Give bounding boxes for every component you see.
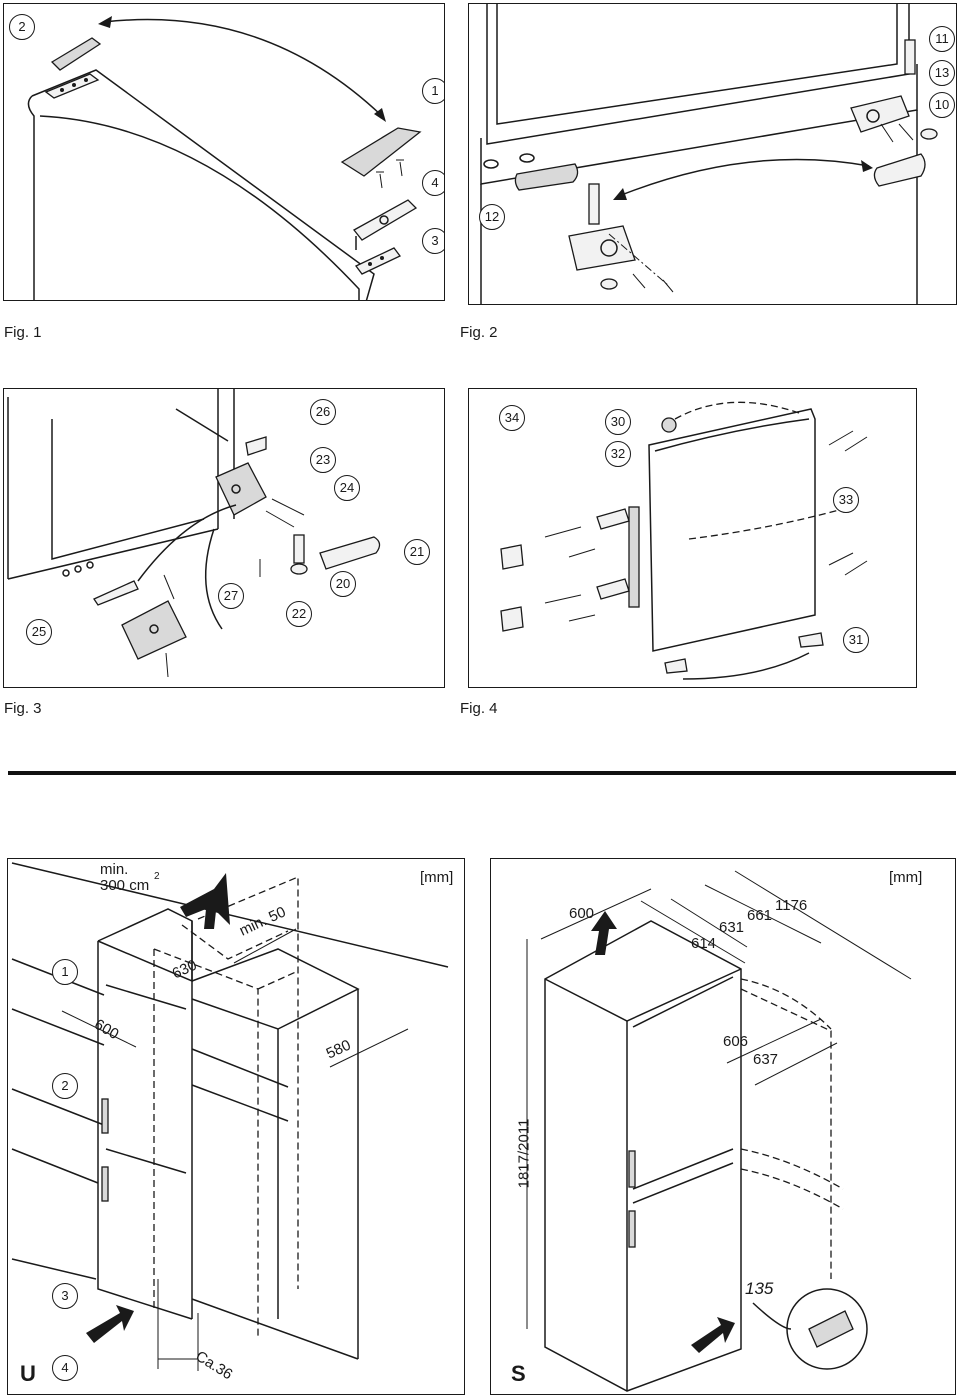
s-unit-label: [mm] (889, 869, 923, 886)
s-dim-637: 637 (753, 1051, 779, 1068)
fig3-callout-23: 23 (310, 447, 336, 473)
fig2-callout-10: 10 (929, 92, 955, 118)
fig3-caption: Fig. 3 (4, 700, 42, 717)
fig2-callout-11: 11 (929, 26, 955, 52)
u-callout-2: 2 (52, 1073, 78, 1099)
fig2-callout-13: 13 (929, 60, 955, 86)
s-dim-600: 600 (569, 905, 595, 922)
u-vent-label-sup: 2 (154, 871, 160, 882)
s-dim-height: 1817/2011 (515, 1118, 533, 1189)
fig3-callout-22: 22 (286, 601, 312, 627)
fig4-callout-34: 34 (499, 405, 525, 431)
fig2-caption: Fig. 2 (460, 324, 498, 341)
u-vent-label-line1: min. (100, 861, 129, 878)
install-u-drawing (11, 862, 449, 1371)
fig4-callout-32: 32 (605, 441, 631, 467)
fig2-panel: 11 13 10 12 (468, 3, 957, 305)
u-letter: U (20, 1361, 36, 1386)
fig4-panel: 34 30 32 33 31 (468, 388, 917, 688)
fig2-callout-12: 12 (479, 204, 505, 230)
u-vent-label-line2: 300 cm (100, 877, 150, 894)
fig3-panel: 26 23 24 21 20 22 27 25 (3, 388, 445, 688)
fig3-drawing (7, 389, 381, 678)
fig4-callout-33: 33 (833, 487, 859, 513)
install-s-drawing (526, 870, 912, 1392)
fig1-callout-1: 1 (422, 78, 444, 104)
fig1-callout-3: 3 (422, 228, 444, 254)
fig3-callout-25: 25 (26, 619, 52, 645)
install-s-panel: [mm] 600 1176 661 631 614 606 637 1817/2… (490, 858, 956, 1395)
fig2-drawing (480, 4, 938, 304)
s-dim-1176: 1176 (775, 897, 808, 914)
fig1-panel: 2 1 4 3 (3, 3, 445, 301)
fig4-callout-30: 30 (605, 409, 631, 435)
fig4-callout-31: 31 (843, 627, 869, 653)
fig3-callout-24: 24 (334, 475, 360, 501)
fig1-callout-2: 2 (9, 14, 35, 40)
fig3-callout-27: 27 (218, 583, 244, 609)
fig1-callout-4: 4 (422, 170, 444, 196)
s-dim-614: 614 (691, 935, 717, 952)
fig1-caption: Fig. 1 (4, 324, 42, 341)
fig4-drawing (500, 401, 868, 680)
u-callout-4: 4 (52, 1355, 78, 1381)
fig3-callout-26: 26 (310, 399, 336, 425)
s-dim-631: 631 (719, 919, 745, 936)
fig1-drawing (27, 16, 422, 300)
s-dim-661: 661 (747, 907, 773, 924)
fig3-callout-20: 20 (330, 571, 356, 597)
fig3-callout-21: 21 (404, 539, 430, 565)
fig4-caption: Fig. 4 (460, 700, 498, 717)
s-dim-angle: 135 (745, 1279, 774, 1298)
u-callout-3: 3 (52, 1283, 78, 1309)
u-callout-1: 1 (52, 959, 78, 985)
s-dim-606: 606 (723, 1033, 749, 1050)
u-unit-label: [mm] (420, 869, 454, 886)
install-u-panel: min. 300 cm 2 [mm] min. 50 630 600 580 C… (7, 858, 465, 1395)
section-divider (8, 771, 956, 775)
s-letter: S (511, 1361, 526, 1386)
